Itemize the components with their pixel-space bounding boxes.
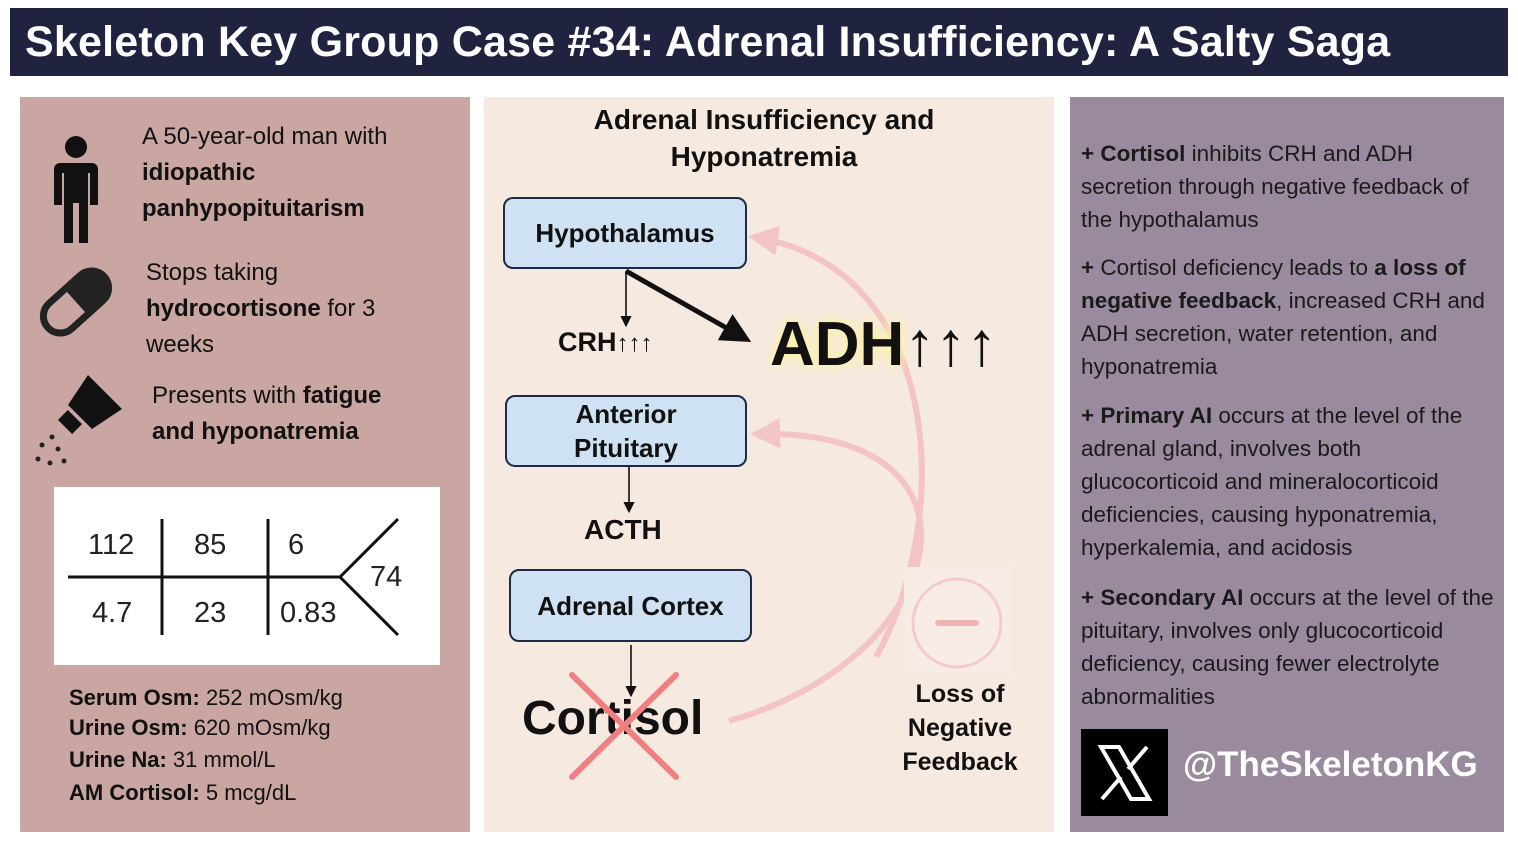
fishbone-lines xyxy=(68,517,400,637)
loss-line: Feedback xyxy=(902,748,1018,776)
x-logo-icon[interactable] xyxy=(1081,729,1168,816)
measure-label: Urine Osm: xyxy=(69,715,188,740)
bullet-text: occurs at the level of the pituitary, in… xyxy=(1081,585,1494,709)
drug-name: hydrocortisone xyxy=(146,295,321,322)
crh-text: CRH xyxy=(558,327,617,357)
crh-label: CRH↑↑↑ xyxy=(558,327,653,358)
measure-row: Urine Na: 31 mmol/L xyxy=(69,747,276,773)
bullet-bold: a loss of negative feedback xyxy=(1081,255,1466,313)
person-icon xyxy=(54,136,98,243)
bullet-bold: Cortisol xyxy=(1100,141,1186,166)
measure-row: Urine Osm: 620 mOsm/kg xyxy=(69,715,331,741)
bullet-bold: Primary AI xyxy=(1100,403,1213,428)
measure-value: 620 mOsm/kg xyxy=(187,715,331,740)
adh-text: ADH xyxy=(770,310,905,379)
measure-value: 252 mOsm/kg xyxy=(199,685,343,710)
pathway-panel: Adrenal Insufficiency and Hyponatremia H… xyxy=(484,97,1054,832)
bullet-prefix: + xyxy=(1081,403,1101,428)
bullet-prefix: + xyxy=(1081,585,1101,610)
stop-line: weeks xyxy=(146,331,215,358)
bullet-text: occurs at the level of the adrenal gland… xyxy=(1081,403,1463,560)
measure-label: Serum Osm: xyxy=(69,685,200,710)
acth-label: ACTH xyxy=(584,514,662,545)
stop-line: Stops taking xyxy=(146,259,279,286)
presentation-note: Presents with fatigue and hyponatremia xyxy=(152,378,381,450)
case-description: A 50-year-old man with idiopathic panhyp… xyxy=(142,119,387,227)
symptom-hyponatremia: and hyponatremia xyxy=(152,418,359,445)
pill-capsule-icon xyxy=(39,267,113,337)
node-label: Pituitary xyxy=(573,433,679,463)
social-handle[interactable]: @TheSkeletonKG xyxy=(1183,745,1478,784)
lab-fishbone: 112 85 6 4.7 23 0.83 74 xyxy=(54,487,440,665)
lab-glucose: 74 xyxy=(370,561,403,593)
bullet-prefix: + xyxy=(1081,141,1101,166)
loss-feedback-label: Loss of Negative Feedback xyxy=(880,677,1040,779)
lab-chloride: 85 xyxy=(194,529,227,561)
node-anterior-pituitary: Anterior Pituitary xyxy=(505,395,747,467)
stop-duration: for 3 xyxy=(320,295,376,322)
case-panel: A 50-year-old man with idiopathic panhyp… xyxy=(20,97,470,832)
case-line-bold: panhypopituitarism xyxy=(142,195,365,222)
note-bullet: + Secondary AI occurs at the level of th… xyxy=(1081,581,1501,713)
case-line: A 50-year-old man with xyxy=(142,123,388,150)
note-bullet: + Cortisol inhibits CRH and ADH secretio… xyxy=(1081,137,1501,236)
x-glyph xyxy=(1097,745,1153,801)
measure-value: 31 mmol/L xyxy=(166,747,276,772)
note-bullet: + Primary AI occurs at the level of the … xyxy=(1081,399,1501,564)
node-label: Anterior xyxy=(575,399,677,429)
lab-creatinine: 0.83 xyxy=(280,597,337,629)
pathway-arrows xyxy=(620,225,1010,724)
pathway-heading: Adrenal Insufficiency and Hyponatremia xyxy=(564,101,964,175)
symptom-fatigue: fatigue xyxy=(302,382,382,409)
loss-line: Negative xyxy=(907,714,1013,742)
bullet-prefix: + xyxy=(1081,255,1101,280)
salt-shaker-icon xyxy=(35,375,122,466)
measure-label: Urine Na: xyxy=(69,747,167,772)
bullet-text: Cortisol deficiency leads to xyxy=(1100,255,1375,280)
crh-increase: ↑↑↑ xyxy=(616,330,653,357)
measure-label: AM Cortisol: xyxy=(69,780,200,805)
notes-panel: + Cortisol inhibits CRH and ADH secretio… xyxy=(1070,97,1504,832)
case-line-bold: idiopathic xyxy=(142,159,256,186)
bullet-text: inhibits CRH and ADH secretion through n… xyxy=(1081,141,1469,232)
cross-icon xyxy=(569,672,679,780)
present-text: Presents with xyxy=(152,382,303,409)
node-adrenal-cortex: Adrenal Cortex xyxy=(509,569,752,642)
adh-label: ADH↑↑↑ xyxy=(770,305,997,385)
node-hypothalamus: Hypothalamus xyxy=(503,197,747,269)
measure-value: 5 mcg/dL xyxy=(199,780,297,805)
heading-line: Adrenal Insufficiency and xyxy=(593,104,935,135)
measure-row: Serum Osm: 252 mOsm/kg xyxy=(69,685,343,711)
lab-bicarbonate: 23 xyxy=(194,597,227,629)
heading-line: Hyponatremia xyxy=(670,141,858,172)
medication-note: Stops taking hydrocortisone for 3 weeks xyxy=(146,255,375,363)
note-bullet: + Cortisol deficiency leads to a loss of… xyxy=(1081,251,1501,383)
adh-increase: ↑↑↑ xyxy=(904,310,998,379)
lab-potassium: 4.7 xyxy=(92,597,133,629)
bullet-text: , increased CRH and ADH secretion, water… xyxy=(1081,288,1485,379)
bullet-bold: Secondary AI xyxy=(1100,585,1244,610)
page-title: Skeleton Key Group Case #34: Adrenal Ins… xyxy=(10,8,1508,76)
loss-line: Loss of xyxy=(915,680,1005,708)
lab-sodium: 112 xyxy=(88,529,135,561)
measure-row: AM Cortisol: 5 mcg/dL xyxy=(69,780,296,806)
lab-bun: 6 xyxy=(288,529,305,561)
